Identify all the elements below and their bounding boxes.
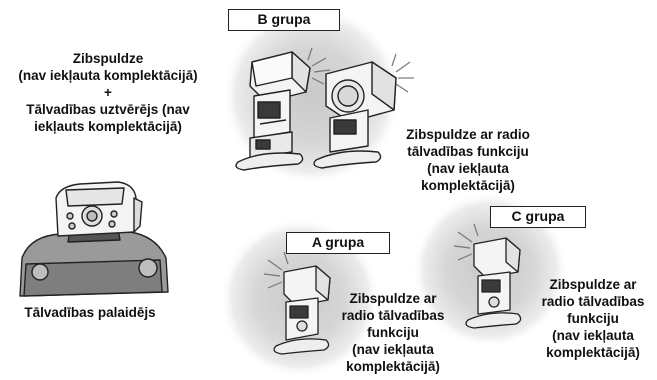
a-line-5: komplektācijā) [346,359,440,374]
a-line-1: Zibspuldze ar [349,291,437,306]
c-line-5: komplektācijā) [546,345,640,360]
group-b-label: B grupa [228,9,340,31]
group-a-radio-flash [273,265,331,355]
a-line-4: (nav iekļauta [352,342,434,357]
group-b-flash-burst [307,47,414,93]
b-line-1: Zibspuldze ar radio [406,127,530,142]
b-line-4: komplektācijā) [421,178,515,193]
left-line-1: Zibspuldze [72,51,144,66]
group-c-label: C grupa [490,206,586,228]
left-description: Zibspuldze (nav iekļauta komplektācijā) … [0,50,216,135]
left-line-2: (nav iekļauta komplektācijā) [18,68,198,83]
commander-on-camera [19,181,169,297]
left-line-4: iekļauts komplektācijā) [34,119,182,134]
a-line-3: funkciju [367,325,419,340]
b-line-2: tālvadības funkciju [407,144,529,159]
left-plus: + [104,85,112,100]
group-b-radio-flash [313,61,397,169]
a-line-2: radio tālvadības [341,308,445,323]
group-a-label: A grupa [286,232,390,254]
group-c-radio-flash [465,237,522,329]
group-a-flash-burst [263,251,289,289]
commander-label: Tālvadības palaidējs [24,305,156,320]
group-a-flash-description: Zibspuldze ar radio tālvadības funkciju … [330,290,456,375]
group-c-flash-description: Zibspuldze ar radio tālvadības funkciju … [530,276,656,361]
c-line-4: (nav iekļauta [552,328,634,343]
b-line-3: (nav iekļauta [427,161,509,176]
left-line-3: Tālvadības uztvērējs (nav [26,102,190,117]
c-line-1: Zibspuldze ar [549,277,637,292]
group-c-flash-burst [453,223,479,261]
c-line-3: funkciju [567,311,619,326]
group-b-flash-with-receiver [235,51,311,171]
c-line-2: radio tālvadības [541,294,645,309]
group-b-flash-description: Zibspuldze ar radio tālvadības funkciju … [388,126,548,194]
